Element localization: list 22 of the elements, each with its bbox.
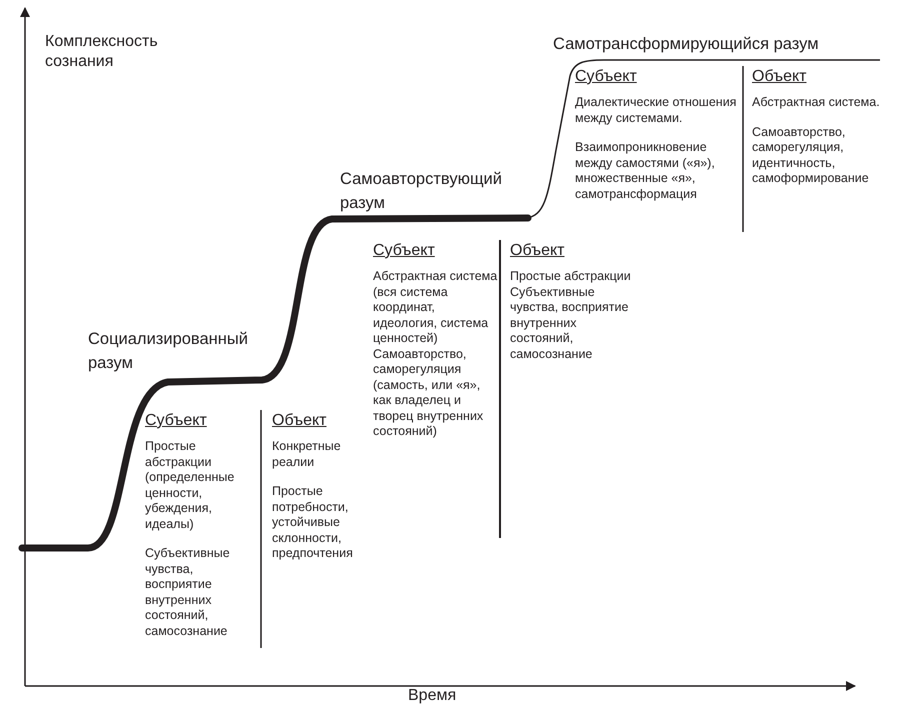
column-heading: Субъект xyxy=(145,411,208,431)
description-text: Субъективные чувства, восприятие внутренних состояний, самосознание xyxy=(145,546,231,639)
stage-title: Самоавторствующий разум xyxy=(340,169,503,214)
column-heading: Субъект xyxy=(373,241,436,261)
stage-title: Социализированный разум xyxy=(88,329,249,374)
description-text: Простые абстракции (определенные ценности, убеждения, идеалы) xyxy=(145,439,236,532)
description-text: Простые абстракции xyxy=(510,269,632,284)
axis-label: Комплексность сознания xyxy=(45,32,159,72)
description-text: Взаимопроникновение между самостями («я»), множественные «я», самотрансформация xyxy=(575,140,716,202)
column-heading: Объект xyxy=(510,241,566,261)
column-heading: Объект xyxy=(752,67,808,87)
description-text: Простые потребности, устойчивые склонности, предпочтения xyxy=(272,484,354,562)
description-text: Абстрактная система (вся система координат, идеология, система ценностей) xyxy=(373,269,498,346)
description-text: Диалектические отношения между системами. xyxy=(575,95,738,126)
axis-label: Время xyxy=(408,686,458,706)
description-text: Абстрактная система. xyxy=(752,95,881,110)
description-text: Субъективные чувства, восприятие внутренних состояний, самосознание xyxy=(510,284,630,362)
column-heading: Субъект xyxy=(575,67,638,87)
description-text: Самоавторство, саморегуляция, идентичность, самоформирование xyxy=(752,124,870,186)
description-text: Конкретные реалии xyxy=(272,439,342,470)
stage-title: Самотрансформирующийся разум xyxy=(553,34,820,55)
description-text: Самоавторство, саморегуляция (самость, или «я», как владелец и творец внутренних состояний) xyxy=(373,346,484,440)
